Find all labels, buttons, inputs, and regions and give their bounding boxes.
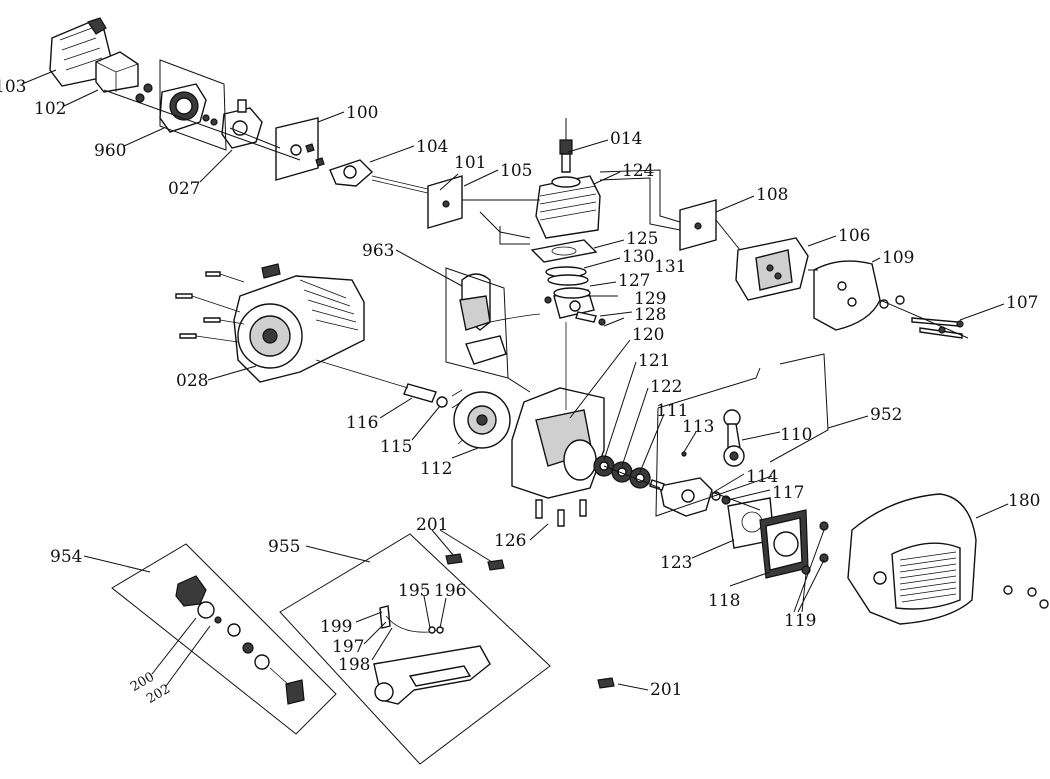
label-198: 198 — [338, 655, 370, 675]
label-197: 197 — [332, 637, 364, 657]
flywheel-washer-part — [436, 396, 448, 408]
piston-part — [544, 287, 595, 319]
label-111: 111 — [656, 401, 688, 421]
label-027: 027 — [168, 179, 200, 199]
intake-bolts-part — [305, 143, 433, 195]
label-201-bottom: 201 — [650, 680, 682, 700]
crankcase-part — [511, 322, 605, 499]
label-101: 101 — [454, 153, 486, 173]
label-196: 196 — [434, 581, 466, 601]
flywheel-pin-part — [315, 359, 437, 403]
label-014: 014 — [610, 129, 642, 149]
label-107: 107 — [1006, 293, 1038, 313]
label-955: 955 — [268, 537, 300, 557]
label-115: 115 — [380, 437, 412, 457]
label-124: 124 — [622, 161, 654, 181]
muffler-bolts-part — [879, 295, 964, 339]
label-116: 116 — [346, 413, 378, 433]
crank-bearings-part — [593, 455, 651, 489]
label-028: 028 — [176, 371, 208, 391]
flywheel-part — [451, 389, 511, 449]
spark-plug-part — [559, 118, 573, 173]
clip-single-part — [597, 677, 615, 689]
label-106: 106 — [838, 226, 870, 246]
label-199: 199 — [320, 617, 352, 637]
cylinder-gasket-part — [530, 239, 598, 263]
label-109: 109 — [882, 248, 914, 268]
label-131: 131 — [654, 257, 686, 277]
part-number-labels: 103 102 960 027 100 104 101 105 014 124 … — [0, 77, 1040, 707]
throttle-handle-part — [373, 605, 491, 705]
muffler-cover-part — [813, 260, 881, 331]
label-110: 110 — [780, 425, 812, 445]
fuel-cap-assembly-part — [175, 575, 305, 705]
label-100: 100 — [346, 103, 378, 123]
intake-plate-part — [427, 175, 463, 229]
label-121: 121 — [638, 351, 670, 371]
label-120: 120 — [632, 325, 664, 345]
label-129: 129 — [634, 289, 666, 309]
label-201-top: 201 — [416, 515, 448, 535]
connecting-rod-pin-part — [681, 451, 687, 457]
label-113: 113 — [682, 417, 714, 437]
label-123: 123 — [660, 553, 692, 573]
clip-pair-part — [445, 553, 505, 571]
piston-pin-part — [575, 311, 606, 326]
crankcase-bolts-part — [535, 499, 587, 527]
label-108: 108 — [756, 185, 788, 205]
filter-nuts-part — [135, 83, 153, 103]
label-128: 128 — [634, 305, 666, 325]
label-954: 954 — [50, 547, 82, 567]
muffler-part — [735, 237, 809, 301]
label-117: 117 — [772, 483, 804, 503]
label-952: 952 — [870, 405, 902, 425]
muffler-gasket-part — [679, 199, 717, 251]
crank-washers-part — [711, 491, 731, 505]
fan-cover-part — [847, 493, 977, 625]
label-112: 112 — [420, 459, 452, 479]
carburetor-part — [202, 99, 263, 149]
label-118: 118 — [708, 591, 740, 611]
filter-element-part — [95, 51, 139, 93]
crankshaft-part — [649, 477, 713, 517]
label-102: 102 — [34, 99, 66, 119]
label-127: 127 — [618, 271, 650, 291]
cylinder-part — [535, 175, 601, 239]
label-195: 195 — [398, 581, 430, 601]
label-105: 105 — [500, 161, 532, 181]
label-114: 114 — [746, 467, 778, 487]
label-126: 126 — [494, 531, 526, 551]
filter-base-part — [159, 83, 207, 133]
recoil-starter-part — [233, 263, 365, 383]
label-104: 104 — [416, 137, 448, 157]
label-122: 122 — [650, 377, 682, 397]
piston-rings-part — [545, 266, 589, 286]
label-103: 103 — [0, 77, 26, 97]
label-960: 960 — [94, 141, 126, 161]
connecting-rod-part — [723, 409, 745, 467]
insulator-gasket-part — [275, 117, 319, 181]
label-119: 119 — [784, 611, 816, 631]
label-180: 180 — [1008, 491, 1040, 511]
leader-lines — [21, 69, 1009, 691]
starter-bolts-part — [175, 271, 245, 343]
label-125: 125 — [626, 229, 658, 249]
cover-screws-part — [801, 521, 829, 575]
ignition-coil-part — [459, 273, 541, 365]
fan-cover-screws-part — [1003, 585, 1049, 609]
assembly-lines — [103, 59, 969, 765]
crankcase-cover-part — [759, 509, 809, 579]
label-130: 130 — [622, 247, 654, 267]
label-963: 963 — [362, 241, 394, 261]
